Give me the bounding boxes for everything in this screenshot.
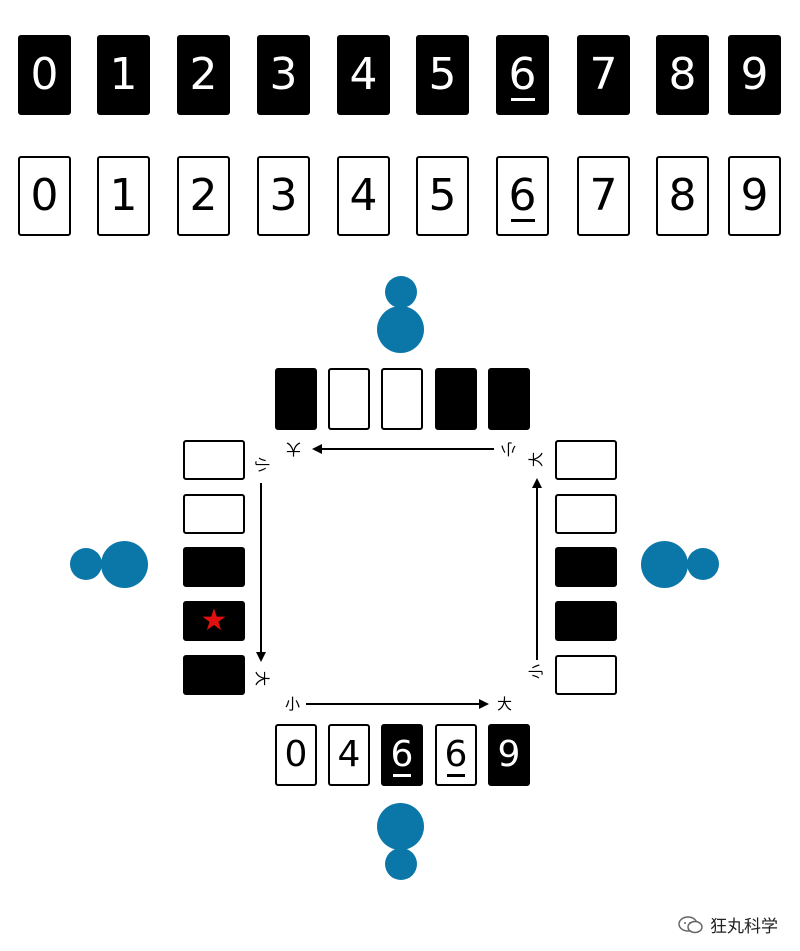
card-digit: 6 [508, 49, 537, 101]
white-card: 7 [577, 156, 630, 236]
white-card: 0 [18, 156, 71, 236]
east-small-label: 小 [527, 663, 546, 680]
south-player-body [377, 803, 424, 850]
white-card: 2 [177, 156, 230, 236]
hidden-white-card [328, 368, 370, 430]
north-large-label: 大 [286, 440, 302, 458]
black-card: 6 [496, 35, 549, 115]
west-player-head [70, 548, 102, 580]
black-card: 3 [257, 35, 310, 115]
card-digit: 7 [589, 49, 618, 100]
white-card: 6 [496, 156, 549, 236]
starred-black-card: ★ [183, 601, 245, 641]
card-digit: 8 [668, 170, 697, 221]
watermark-text: 狂丸科学 [710, 917, 778, 937]
white-card: 5 [416, 156, 469, 236]
west-large-label: 大 [253, 670, 272, 687]
hidden-black-card [275, 368, 317, 430]
star-icon: ★ [200, 603, 228, 638]
south-card: 4 [328, 724, 370, 786]
south-player-head [385, 848, 417, 880]
white-card: 4 [337, 156, 390, 236]
card-digit: 1 [109, 49, 138, 100]
white-card: 9 [728, 156, 781, 236]
south-card: 9 [488, 724, 530, 786]
white-card: 8 [656, 156, 709, 236]
card-digit: 5 [428, 170, 457, 221]
south-card: 6 [381, 724, 423, 786]
hidden-black-card [183, 655, 245, 695]
card-digit: 8 [668, 49, 697, 100]
black-card: 0 [18, 35, 71, 115]
card-digit: 1 [109, 170, 138, 221]
black-card: 7 [577, 35, 630, 115]
black-card: 1 [97, 35, 150, 115]
card-digit: 4 [349, 170, 378, 221]
black-card: 9 [728, 35, 781, 115]
hidden-white-card [183, 440, 245, 480]
card-digit: 3 [269, 49, 298, 100]
hidden-black-card [183, 547, 245, 587]
card-digit: 2 [189, 49, 218, 100]
north-player-body [377, 306, 424, 353]
hidden-black-card [435, 368, 477, 430]
north-player-head [385, 276, 417, 308]
card-digit: 0 [284, 734, 308, 775]
hidden-black-card [555, 547, 617, 587]
west-small-label: 小 [253, 456, 272, 473]
black-card: 5 [416, 35, 469, 115]
card-digit: 0 [30, 49, 59, 100]
watermark: 狂丸科学 [678, 912, 778, 937]
hidden-black-card [555, 601, 617, 641]
card-digit: 4 [337, 734, 361, 775]
card-digit: 6 [508, 170, 537, 222]
hidden-white-card [555, 440, 617, 480]
hidden-white-card [555, 655, 617, 695]
white-card: 3 [257, 156, 310, 236]
south-card: 0 [275, 724, 317, 786]
card-digit: 6 [390, 734, 414, 777]
hidden-white-card [183, 494, 245, 534]
east-player-head [687, 548, 719, 580]
card-digit: 6 [444, 734, 468, 777]
black-card: 2 [177, 35, 230, 115]
card-digit: 9 [497, 734, 521, 775]
card-digit: 2 [189, 170, 218, 221]
east-large-label: 大 [527, 451, 546, 468]
card-digit: 3 [269, 170, 298, 221]
hidden-white-card [381, 368, 423, 430]
south-large-label: 大 [497, 695, 513, 713]
south-card: 6 [435, 724, 477, 786]
card-digit: 7 [589, 170, 618, 221]
north-small-label: 小 [501, 440, 517, 458]
card-digit: 5 [428, 49, 457, 100]
card-digit: 9 [740, 170, 769, 221]
hidden-black-card [488, 368, 530, 430]
card-digit: 0 [30, 170, 59, 221]
card-digit: 9 [740, 49, 769, 100]
wechat-icon [678, 915, 703, 933]
south-small-label: 小 [285, 695, 301, 713]
white-card: 1 [97, 156, 150, 236]
hidden-white-card [555, 494, 617, 534]
west-player-body [101, 541, 148, 588]
black-card: 8 [656, 35, 709, 115]
card-digit: 4 [349, 49, 378, 100]
east-player-body [641, 541, 688, 588]
black-card: 4 [337, 35, 390, 115]
